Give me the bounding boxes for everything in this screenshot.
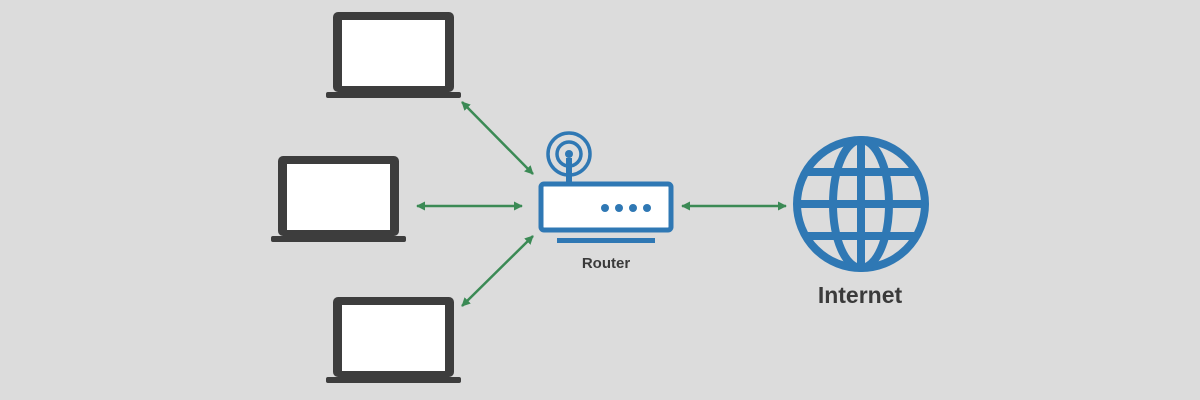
internet (793, 136, 929, 272)
connection-arrow-laptop1-router (461, 101, 534, 175)
router (538, 131, 674, 243)
laptop-2 (271, 156, 406, 242)
laptop-1 (326, 12, 461, 98)
internet-label: Internet (817, 282, 903, 308)
router-icon (538, 131, 674, 243)
laptop-icon (326, 12, 461, 98)
connection-arrow-laptop3-router (461, 235, 534, 307)
laptop-icon (271, 156, 406, 242)
router-label: Router (581, 255, 631, 272)
laptop-3 (326, 297, 461, 383)
globe-icon (793, 136, 929, 272)
laptop-icon (326, 297, 461, 383)
